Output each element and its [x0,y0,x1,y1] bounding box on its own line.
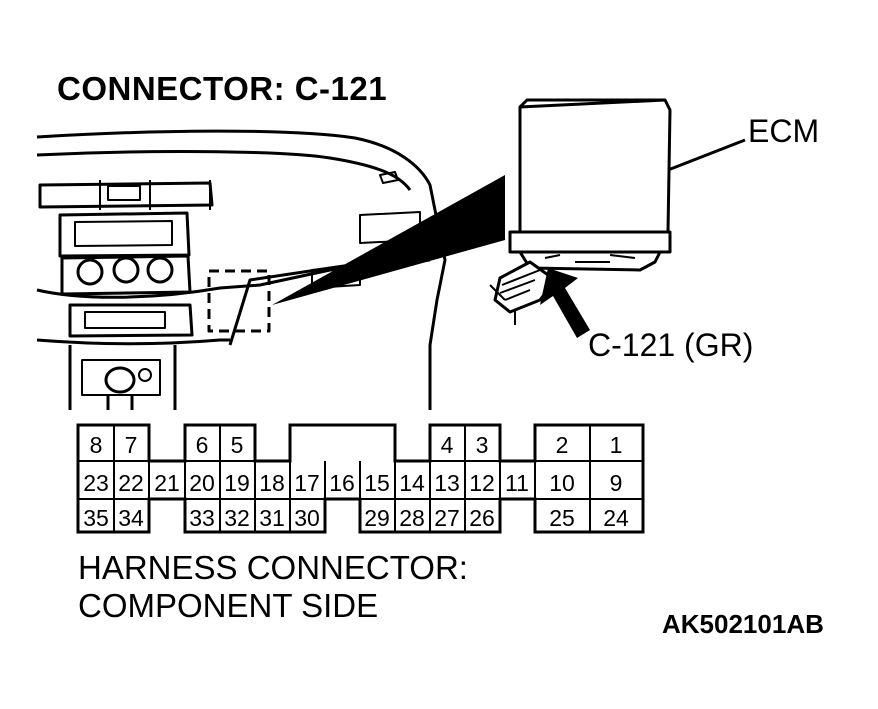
pin-22: 22 [118,470,144,496]
ecm-label: ECM [748,113,820,149]
pin-23: 23 [83,470,109,496]
pin-13: 13 [434,470,460,496]
caption-line-1: HARNESS CONNECTOR: [78,549,468,586]
figure-id: AK502101AB [662,609,824,639]
pin-27: 27 [434,505,460,531]
pin-16: 16 [329,470,355,496]
pin-11: 11 [505,470,529,496]
diagram-title: CONNECTOR: C-121 [57,70,388,107]
pin-10: 10 [549,470,575,496]
connector-arrow [540,268,590,338]
pin-21: 21 [154,470,180,496]
pin-3: 3 [476,432,489,458]
pin-9: 9 [610,470,623,496]
pin-26: 26 [469,505,495,531]
pin-30: 30 [294,505,320,531]
pin-6: 6 [196,432,209,458]
connector-label: C-121 (GR) [588,327,754,363]
ecm-unit [489,98,746,325]
pin-7: 7 [125,432,138,458]
connector-pinout [76,423,645,534]
pin-32: 32 [224,505,250,531]
pin-17: 17 [294,470,320,496]
pin-33: 33 [189,505,215,531]
pin-34: 34 [118,505,144,531]
pin-4: 4 [441,432,454,458]
pin-29: 29 [364,505,390,531]
pin-25: 25 [549,505,575,531]
pin-14: 14 [399,470,425,496]
caption-line-2: COMPONENT SIDE [78,587,379,624]
pin-31: 31 [259,505,285,531]
pin-35: 35 [83,505,109,531]
pin-15: 15 [364,470,390,496]
location-leader-wedge [272,175,505,305]
pin-12: 12 [469,470,495,496]
pin-5: 5 [231,432,244,458]
pin-24: 24 [603,505,629,531]
pin-8: 8 [90,432,103,458]
pin-19: 19 [224,470,250,496]
pin-20: 20 [189,470,215,496]
pin-2: 2 [556,432,569,458]
pin-18: 18 [259,470,285,496]
pin-28: 28 [399,505,425,531]
pin-1: 1 [610,432,623,458]
